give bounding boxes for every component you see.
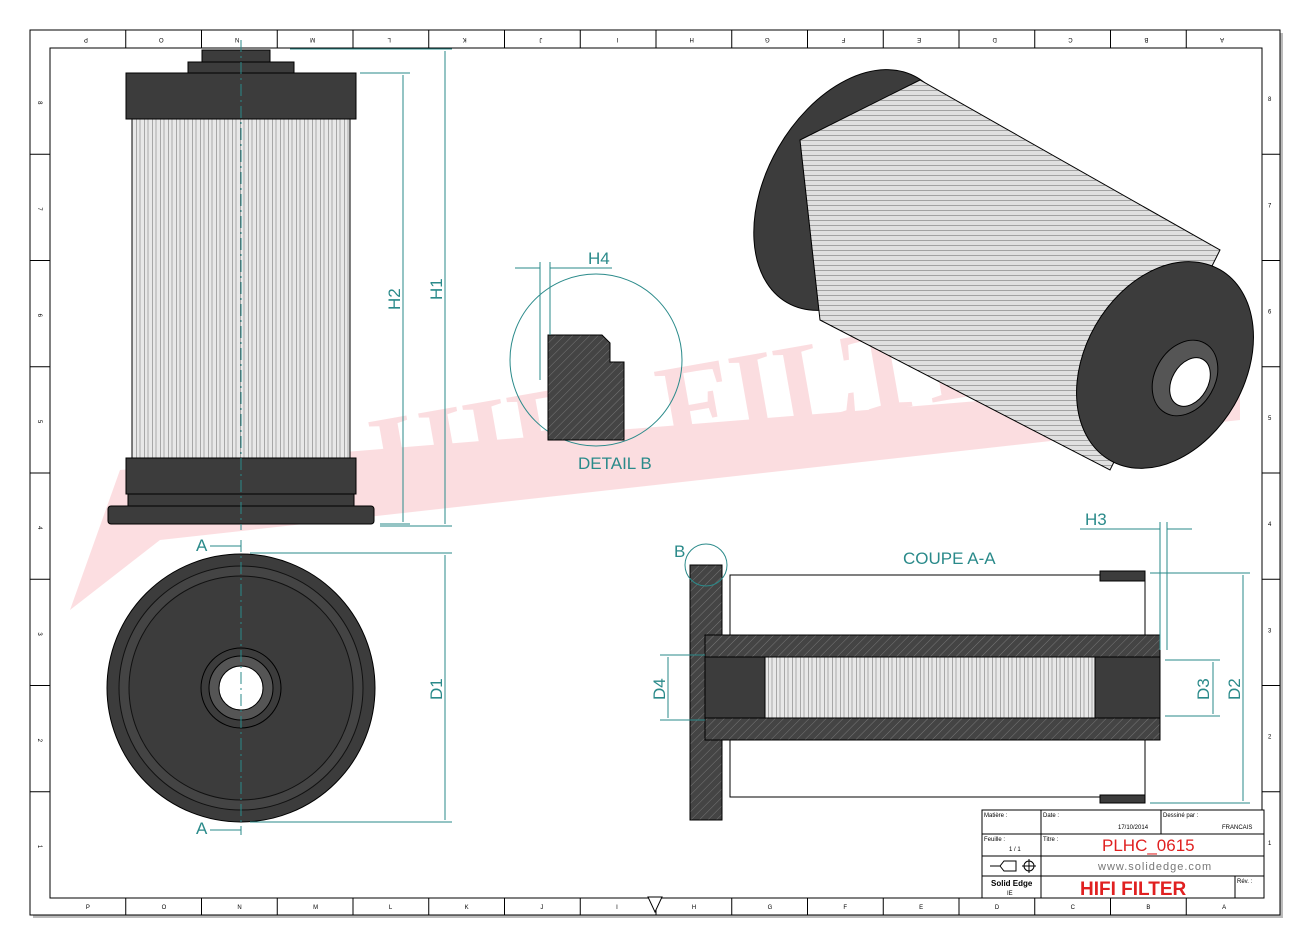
svg-text:H4: H4 (588, 249, 610, 268)
dimension-d2: D2 (1150, 572, 1250, 804)
dimension-h2: H2 (360, 72, 410, 525)
column-label-top: C (1068, 36, 1073, 42)
row-label-left: 7 (36, 207, 42, 211)
title-block: Matière : Date : 17/10/2014 Dessiné par … (981, 809, 1265, 900)
svg-text:D1: D1 (427, 678, 446, 700)
projection-symbol-icon (990, 859, 1036, 873)
svg-text:A: A (196, 536, 208, 555)
row-label-right: 5 (1268, 416, 1272, 422)
row-label-left: 1 (36, 845, 42, 849)
row-label-left: 5 (36, 420, 42, 424)
row-label-right: 6 (1268, 310, 1272, 316)
svg-text:Solid Edge: Solid Edge (991, 879, 1033, 888)
svg-text:FRANCAIS: FRANCAIS (1222, 825, 1252, 831)
column-label-bottom: B (1146, 905, 1150, 911)
column-label-bottom: C (1071, 905, 1076, 911)
row-label-right: 2 (1268, 735, 1272, 741)
column-label-top: D (992, 36, 997, 42)
border-zones: P P O O N N M M L L K K J J I I H H G G F F E E D D C C B B A A 8 8 7 7 6 6 5 5… (30, 30, 1280, 915)
column-label-bottom: G (768, 905, 773, 911)
dimension-d4: D4 (650, 654, 705, 721)
column-label-top: B (1144, 36, 1148, 42)
column-label-top: H (690, 36, 694, 42)
svg-text:Matière :: Matière : (984, 813, 1008, 819)
row-label-right: 1 (1268, 841, 1272, 847)
column-label-bottom: J (540, 905, 543, 911)
dimension-d1: D1 (250, 552, 452, 823)
column-label-top: F (841, 36, 845, 42)
svg-text:Dessiné par :: Dessiné par : (1163, 813, 1199, 819)
center-mark-icon (647, 896, 663, 914)
column-label-bottom: A (1222, 905, 1226, 911)
svg-text:D3: D3 (1194, 678, 1213, 700)
svg-text:H1: H1 (427, 278, 446, 300)
column-label-bottom: N (237, 905, 241, 911)
column-label-top: I (616, 36, 618, 42)
svg-text:D4: D4 (650, 678, 669, 700)
row-label-right: 3 (1268, 628, 1272, 634)
svg-text:Date :: Date : (1043, 813, 1059, 819)
front-view (107, 40, 375, 530)
website: www.solidedge.com (1097, 861, 1212, 873)
drawing-title: PLHC_0615 (1102, 836, 1195, 855)
column-label-bottom: D (995, 905, 1000, 911)
column-label-top: K (463, 36, 467, 42)
svg-text:B: B (674, 542, 685, 561)
svg-text:17/10/2014: 17/10/2014 (1118, 825, 1149, 831)
svg-text:Titre :: Titre : (1043, 837, 1058, 843)
row-label-right: 8 (1268, 97, 1272, 103)
column-label-bottom: I (616, 905, 618, 911)
svg-text:D2: D2 (1225, 678, 1244, 700)
column-label-bottom: H (692, 905, 696, 911)
column-label-bottom: K (465, 905, 469, 911)
svg-text:A: A (196, 819, 208, 838)
section-a-a-view: COUPE A-A B (674, 542, 1161, 821)
column-label-top: P (84, 36, 88, 42)
column-label-top: O (159, 36, 164, 42)
row-label-left: 4 (36, 526, 42, 530)
company-name: HIFI FILTER (1080, 879, 1187, 900)
svg-text:Feuille :: Feuille : (984, 837, 1005, 843)
column-label-bottom: L (389, 905, 393, 911)
column-label-bottom: E (919, 905, 923, 911)
svg-text:Rév. :: Rév. : (1237, 879, 1253, 885)
column-label-bottom: P (86, 905, 90, 911)
svg-text:1 / 1: 1 / 1 (1009, 847, 1021, 853)
dimension-h1: H1 (290, 48, 452, 527)
column-label-top: N (235, 36, 239, 42)
column-label-top: G (765, 36, 770, 42)
detail-b-view: H4 DETAIL B (509, 249, 683, 473)
svg-text:H3: H3 (1085, 510, 1107, 529)
dimension-h3: H3 (1080, 510, 1192, 650)
column-label-bottom: F (843, 905, 847, 911)
column-label-top: L (387, 36, 391, 42)
svg-text:H2: H2 (385, 288, 404, 310)
isometric-view (753, 69, 1254, 471)
dimension-d3: D3 (1165, 659, 1220, 717)
row-label-left: 8 (36, 101, 42, 105)
column-label-top: M (310, 36, 315, 42)
row-label-right: 7 (1268, 203, 1272, 209)
column-label-bottom: O (162, 905, 167, 911)
bottom-view: A A (106, 536, 376, 838)
column-label-top: A (1220, 36, 1224, 42)
svg-text:IE: IE (1007, 891, 1013, 897)
svg-text:DETAIL B: DETAIL B (578, 454, 652, 473)
row-label-left: 3 (36, 632, 42, 636)
column-label-top: J (539, 36, 542, 42)
column-label-bottom: M (313, 905, 318, 911)
svg-text:COUPE A-A: COUPE A-A (903, 549, 996, 568)
row-label-right: 4 (1268, 522, 1272, 528)
row-label-left: 6 (36, 314, 42, 318)
row-label-left: 2 (36, 739, 42, 743)
column-label-top: E (917, 36, 921, 42)
